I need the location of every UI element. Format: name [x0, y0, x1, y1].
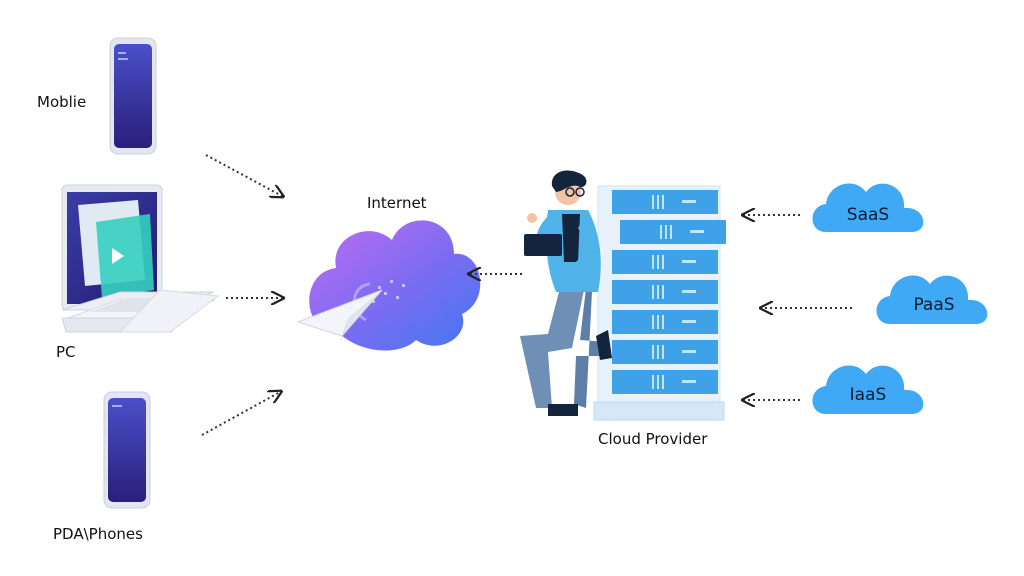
server-slot-indicator	[657, 285, 659, 299]
pc-label: PC	[56, 343, 76, 361]
server-slot-indicator	[657, 345, 659, 359]
arrow-mobile-to-internet	[205, 154, 282, 196]
iaas-cloud-icon	[812, 365, 924, 414]
server-slot-indicator	[662, 315, 664, 329]
paper-plane-icon	[296, 289, 383, 344]
server-slot-indicator	[662, 375, 664, 389]
cloud-provider-label: Cloud Provider	[598, 430, 708, 448]
paas-cloud-icon	[876, 275, 988, 324]
server-slot-indicator	[662, 345, 664, 359]
server-slot-indicator	[662, 195, 664, 209]
server-slot	[620, 220, 726, 244]
server-slot-indicator	[660, 225, 662, 239]
server-slot-indicator	[652, 285, 654, 299]
server-slot-indicator	[652, 255, 654, 269]
server-slot-indicator	[657, 375, 659, 389]
server-slot-indicator	[652, 375, 654, 389]
server-rack-icon	[593, 185, 726, 421]
server-slot-indicator	[670, 225, 672, 239]
paas-label: PaaS	[913, 295, 954, 315]
server-slot	[612, 190, 718, 214]
server-slot-indicator	[665, 225, 667, 239]
server-slot-indicator	[657, 255, 659, 269]
server-slot	[612, 310, 718, 334]
mobile-label: Moblie	[37, 93, 87, 111]
iaas-label: IaaS	[850, 385, 887, 405]
server-slot-dash	[682, 290, 696, 293]
server-slot	[612, 370, 718, 394]
server-slot-indicator	[657, 195, 659, 209]
server-slot-dash	[682, 320, 696, 323]
server-slot-dash	[682, 380, 696, 383]
server-slot-indicator	[662, 255, 664, 269]
server-slot	[612, 340, 718, 364]
person-illustration	[520, 170, 612, 416]
server-slot-indicator	[657, 315, 659, 329]
server-slot-dash	[682, 350, 696, 353]
internet-label: Internet	[367, 194, 427, 212]
server-slot	[612, 250, 718, 274]
laptop-icon	[61, 184, 220, 333]
arrow-pda-to-internet	[201, 392, 280, 436]
mobile-phone-icon	[109, 37, 157, 155]
server-slot-dash	[682, 260, 696, 263]
server-slot-dash	[690, 230, 704, 233]
server-slot-indicator	[652, 315, 654, 329]
server-slot	[612, 280, 718, 304]
saas-label: SaaS	[847, 205, 889, 225]
server-slot-indicator	[662, 285, 664, 299]
server-slot-indicator	[652, 345, 654, 359]
pda-phone-icon	[103, 391, 151, 509]
server-slot-dash	[682, 200, 696, 203]
pda-phones-label: PDA\Phones	[53, 525, 143, 543]
saas-cloud-icon	[812, 183, 924, 232]
server-slot-indicator	[652, 195, 654, 209]
